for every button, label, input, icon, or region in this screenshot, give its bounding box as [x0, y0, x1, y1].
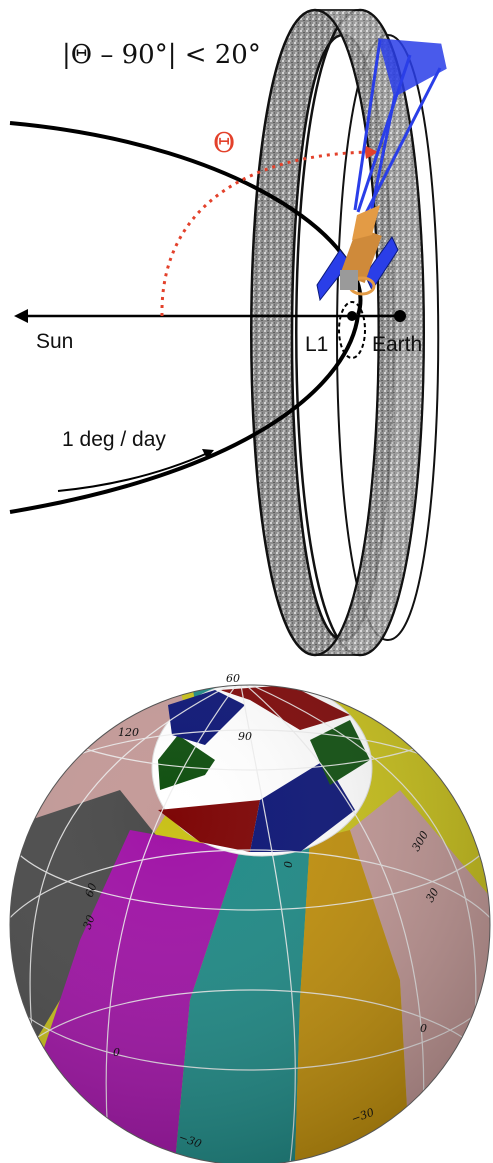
- lat-label-30-right: 30: [423, 886, 441, 905]
- rate-label: 1 deg / day: [62, 428, 166, 451]
- rate-arrow: [57, 451, 211, 492]
- lat-label-top-60: 60: [226, 672, 240, 685]
- theta-arrow-head: [364, 145, 378, 159]
- earth-label: Earth: [372, 333, 423, 356]
- sun-label: Sun: [36, 330, 74, 353]
- lat-label-0-left: 0: [113, 1046, 120, 1059]
- telescope-beam: [353, 38, 447, 219]
- l1-label: L1: [305, 333, 329, 356]
- constraint-label: |Θ – 90°| < 20°: [62, 40, 261, 70]
- lat-label-60-left: 60: [83, 881, 100, 899]
- lon-label-0: 0: [282, 861, 295, 868]
- sun-arrow-head: [14, 309, 28, 323]
- earth-point: [394, 310, 406, 322]
- rate-arrow-head: [202, 449, 214, 459]
- halo-orbit: [338, 301, 366, 359]
- l1-point: [347, 311, 357, 321]
- sky-map-sphere: [10, 685, 490, 1163]
- theta-label: Θ: [213, 128, 236, 159]
- lat-label-0-right: 0: [420, 1022, 427, 1035]
- sphere-outline: [9, 684, 491, 1163]
- lon-label-120: 120: [118, 726, 139, 739]
- lat-label-30-left: 30: [81, 913, 98, 931]
- spacecraft-icon: [316, 205, 399, 302]
- lat-label-90: 90: [238, 730, 252, 743]
- orbit-arc-lower: [9, 314, 360, 514]
- orbit-arc-upper: [9, 121, 363, 316]
